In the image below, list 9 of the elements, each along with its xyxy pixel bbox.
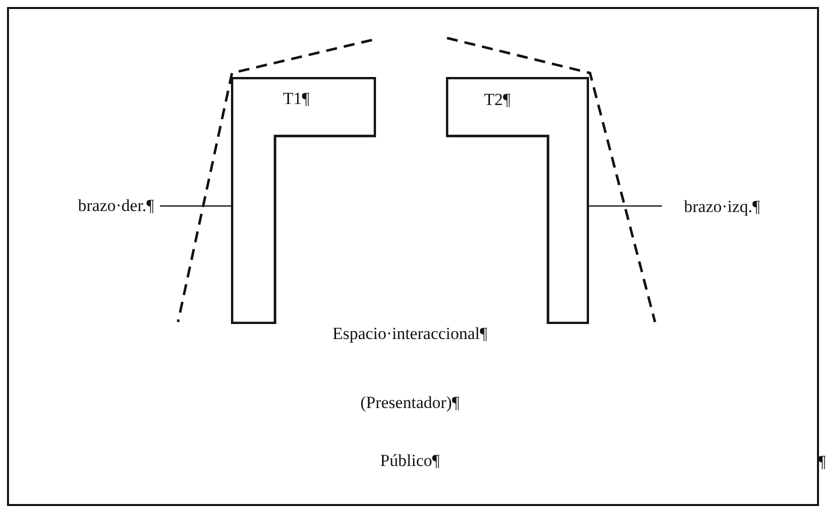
- area-label: Espacio·interaccional¶: [332, 324, 488, 344]
- leader-line: [588, 205, 662, 207]
- area-label: Público¶: [380, 451, 440, 471]
- arm-label: brazo·der.¶: [78, 196, 154, 216]
- table-label: T1¶: [283, 89, 310, 109]
- table-label: T2¶: [484, 90, 511, 110]
- area-label: (Presentador)¶: [360, 393, 460, 413]
- arm-label: brazo·izq.¶: [684, 197, 760, 217]
- leader-line: [160, 205, 232, 207]
